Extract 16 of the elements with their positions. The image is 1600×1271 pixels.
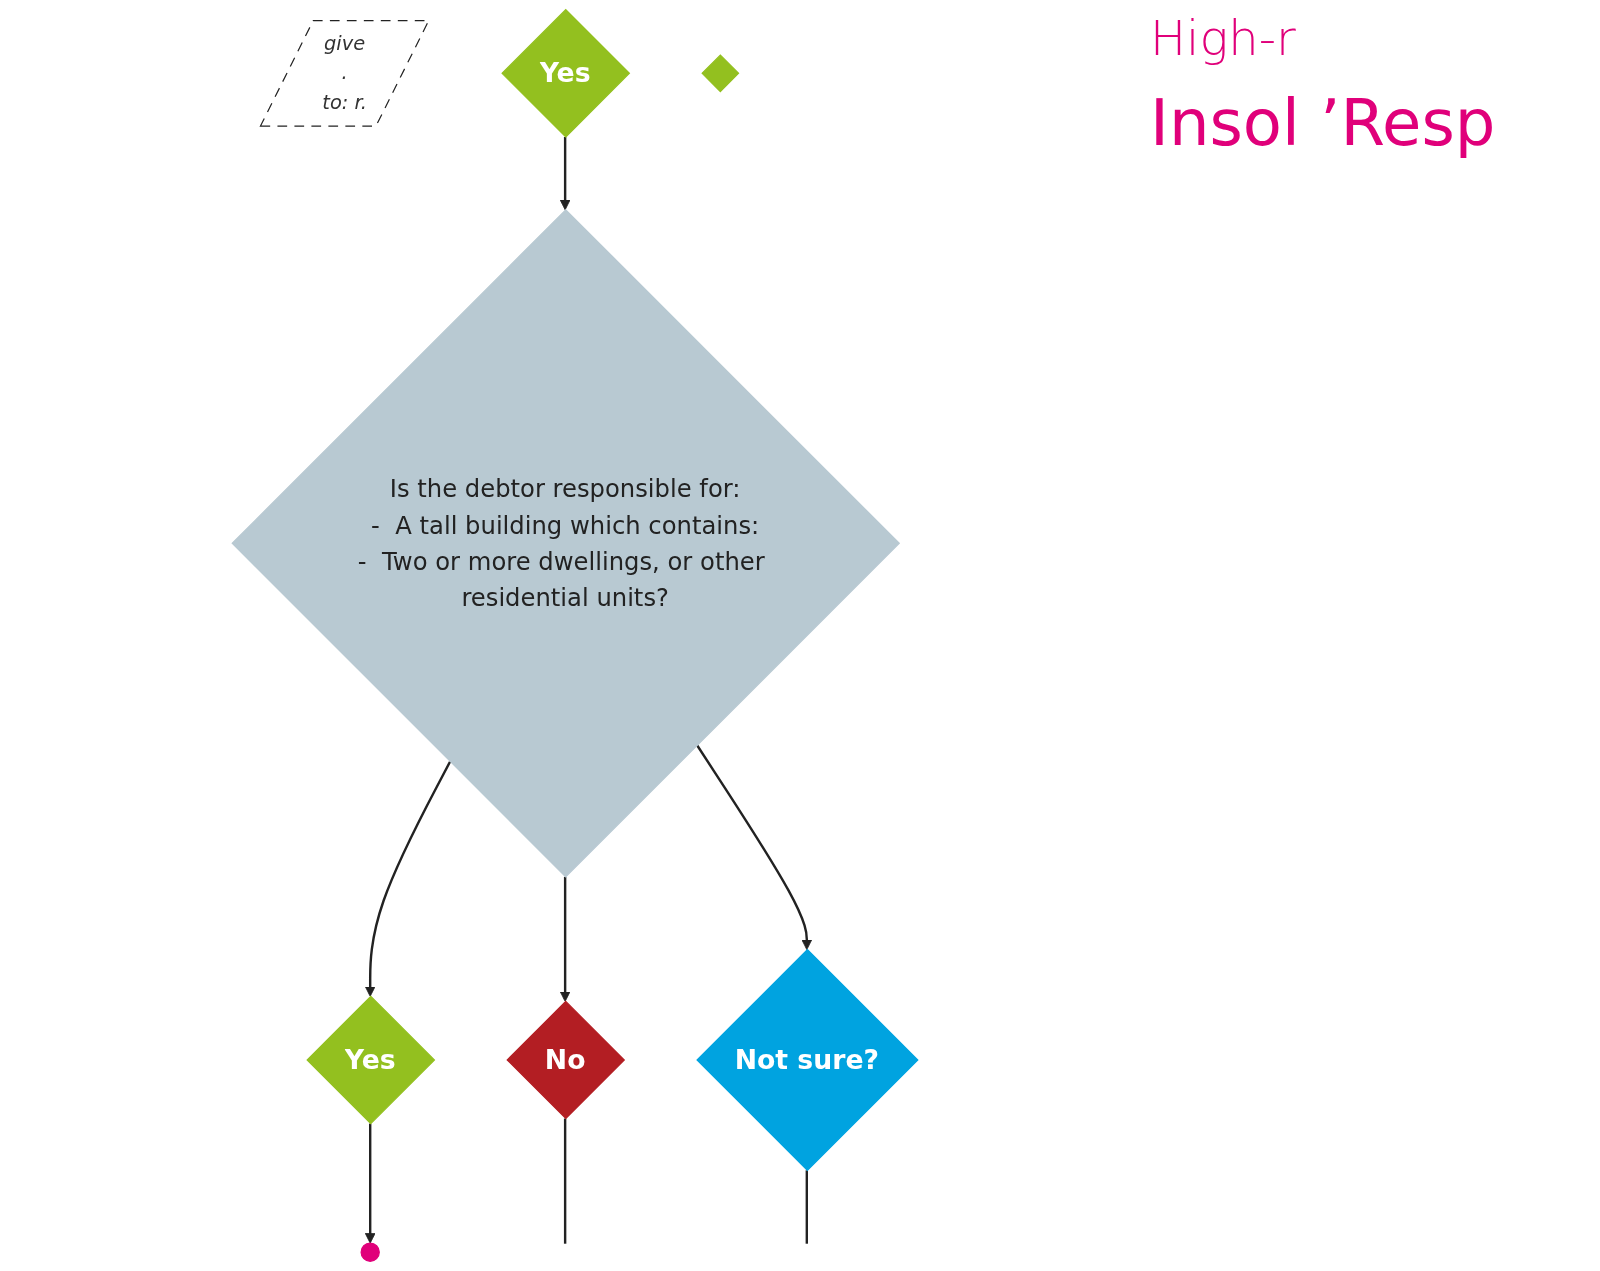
subtitle-text: High-r [1150,10,1297,66]
arrow [559,876,571,1002]
node-diamond: Yes [306,995,436,1125]
node-diamond: Is the debtor responsible for: - A tall building which contains: - Two or more dwellings, or other residential units? [231,208,901,878]
arrow [364,761,452,997]
arrow [364,1123,376,1244]
node-diamond: Not sure? [696,948,919,1172]
title: Insol ’Resp [1150,86,1497,160]
arrow [559,137,571,211]
arrow [695,744,813,951]
node-diamond: No [506,1000,626,1120]
connector [805,1170,809,1244]
node-diamond [701,54,740,93]
connector [563,1118,567,1244]
node-circle [360,1242,380,1262]
node-diamond: Yes [501,8,631,138]
